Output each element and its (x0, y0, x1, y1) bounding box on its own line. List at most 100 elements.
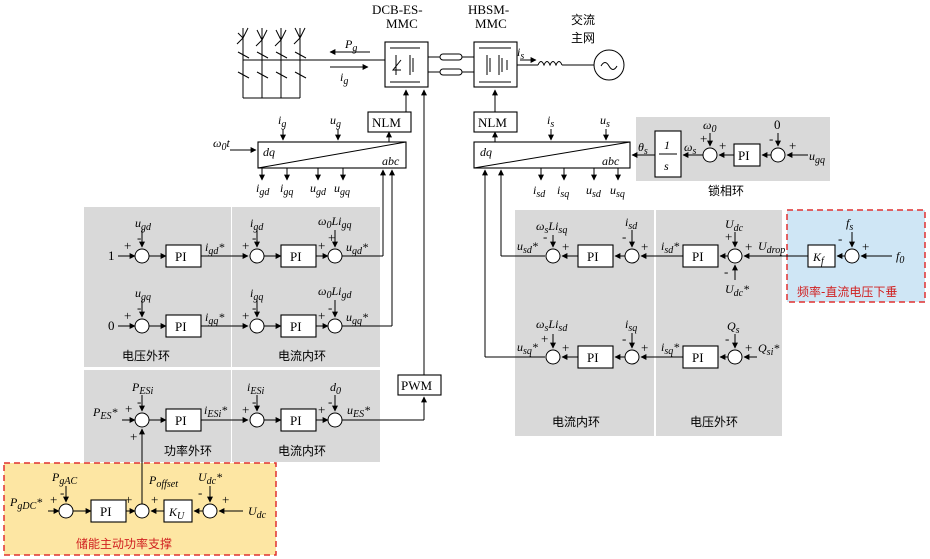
omega0t-label: ω0t (213, 136, 230, 153)
power-outer-title: 功率外环 (164, 443, 212, 458)
ues-ref: uES* (347, 403, 370, 420)
c-igd: igd (250, 216, 264, 233)
pi-qs (682, 345, 719, 369)
svg-text:PI: PI (587, 350, 599, 365)
poffset-label: Poffset (148, 473, 178, 490)
right-abc: abc (602, 154, 620, 168)
svg-text:PI: PI (290, 413, 302, 428)
pesi-label: PESi (131, 380, 153, 397)
v-ugq: ugq (135, 286, 151, 303)
svg-text:-: - (838, 231, 842, 246)
svg-text:-: - (252, 230, 256, 245)
svg-text:+: + (125, 401, 132, 416)
qs-label: Qs (727, 319, 740, 336)
storage-title: 储能主动功率支撑 (76, 536, 172, 551)
svg-text:-: - (252, 394, 256, 409)
c-igq: igq (250, 286, 263, 303)
svg-text:+: + (124, 238, 131, 253)
sum-offset (134, 503, 150, 519)
pgdc-label: PgDC* (9, 495, 42, 512)
svg-text:+: + (725, 229, 732, 244)
svg-text:+: + (641, 239, 648, 254)
left-out-igd: igd (256, 181, 270, 198)
sum-omega (702, 147, 718, 163)
hbsm-title-2: MMC (475, 16, 507, 31)
right-out-isq: isq (557, 183, 569, 200)
svg-text:-: - (622, 229, 626, 244)
sum-d0 (327, 412, 343, 428)
wsLisd: ωsLisd (536, 317, 568, 334)
svg-text:+: + (50, 492, 57, 507)
svg-text:+: + (789, 138, 796, 153)
svg-text:PI: PI (587, 249, 599, 264)
qsi-ref: Qsi* (758, 341, 779, 358)
svg-text:+: + (562, 340, 569, 355)
svg-text:+: + (745, 340, 752, 355)
sum-iesi (249, 412, 265, 428)
sum-qs (727, 349, 743, 365)
svg-text:-: - (725, 331, 729, 346)
svg-text:+: + (700, 131, 707, 146)
svg-text:-: - (328, 394, 332, 409)
wind-farm-icon (236, 27, 314, 99)
ku-block (163, 499, 193, 523)
ref-0: 0 (108, 318, 115, 333)
svg-text:+: + (318, 308, 325, 323)
pi-udc (682, 244, 719, 268)
svg-text:-: - (252, 300, 256, 315)
f0-label: f0 (896, 249, 904, 266)
c-isd: isd (625, 215, 638, 232)
isq-ref: isq* (661, 340, 679, 357)
c-isq: isq (625, 317, 637, 334)
nlm-right-label: NLM (478, 115, 507, 130)
pll-ugq: ugq (809, 149, 825, 166)
left-current-inner-title: 电流内环 (278, 349, 326, 363)
grid-label-2: 主网 (571, 31, 595, 45)
grid-inductor (537, 61, 563, 67)
sum-isd (624, 248, 640, 264)
igq-ref: igq* (205, 310, 224, 327)
pll-title: 锁相环 (708, 183, 744, 198)
dcb-title-2: MMC (386, 16, 418, 31)
left-out-ugq: ugq (334, 181, 350, 198)
svg-text:+: + (125, 492, 132, 507)
svg-text:-: - (137, 394, 141, 409)
right-udc-ref: Udc* (725, 282, 749, 299)
iesi-ref: iESi* (204, 403, 227, 420)
svg-text:+: + (124, 308, 131, 323)
isd-ref: isd* (661, 239, 679, 256)
right-is-in: is (547, 113, 554, 130)
v-ugd: ugd (135, 216, 152, 233)
usq-ref: usq* (517, 340, 538, 357)
right-udc: Udc (725, 217, 744, 234)
sum-ugd (134, 248, 150, 264)
omega-s-label: ωs (684, 140, 696, 157)
svg-text:+: + (130, 429, 137, 444)
pi-pll (733, 143, 761, 167)
ugq-ref: ugq* (346, 310, 368, 327)
fs-label: fs (846, 216, 853, 233)
current-inner2-title: 电流内环 (278, 444, 326, 458)
w0Ligd: ω0Ligd (318, 284, 353, 301)
svg-text:+: + (242, 402, 249, 417)
svg-text:Kf: Kf (812, 250, 825, 267)
nlm-left-label: NLM (372, 115, 401, 130)
svg-text:PI: PI (738, 148, 750, 163)
sum-isq (624, 349, 640, 365)
svg-text:PI: PI (290, 249, 302, 264)
igd-ref: igd* (205, 240, 224, 257)
pg-label: Pg (344, 37, 357, 54)
ref-1: 1 (108, 248, 115, 263)
left-abc: abc (382, 154, 400, 168)
left-power-outer-panel (84, 370, 231, 462)
udc-ref-label: Udc* (198, 470, 222, 487)
svg-text:PI: PI (100, 504, 112, 519)
droop-title: 频率-直流电压下垂 (797, 284, 897, 299)
hbsm-title: HBSM- (468, 2, 509, 17)
sum-usd (545, 248, 561, 264)
svg-text:+: + (745, 239, 752, 254)
storage-support-panel (3, 462, 277, 556)
svg-text:-: - (328, 300, 332, 315)
